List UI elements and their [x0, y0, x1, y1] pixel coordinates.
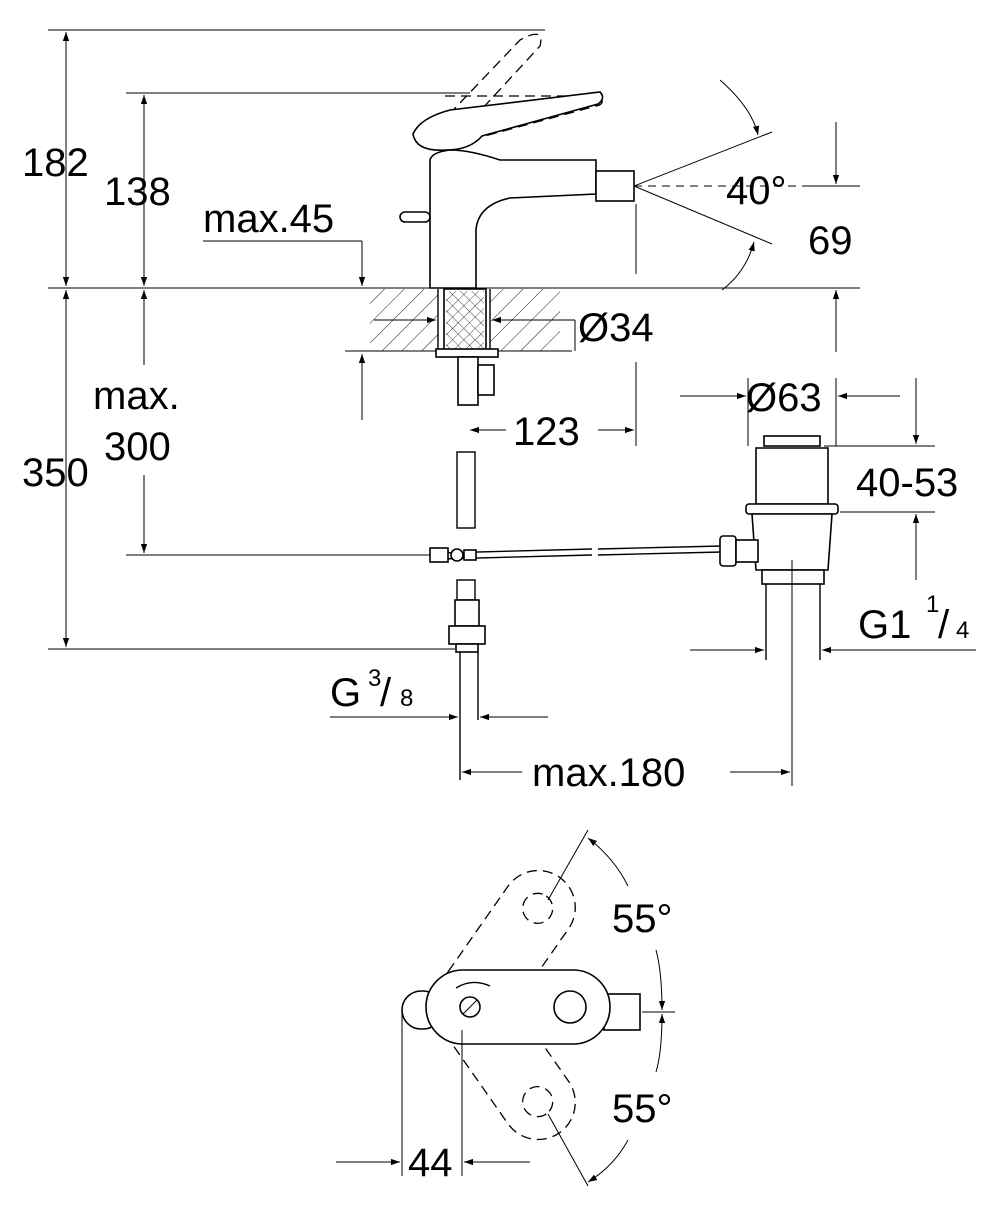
svg-text:/: /	[380, 671, 392, 715]
dim-max45-label: max.45	[203, 197, 334, 241]
angle-40: 40°	[633, 79, 787, 291]
dim-max180-label: max.180	[532, 751, 685, 795]
dim-69-label: 69	[808, 219, 853, 263]
dim-g38-num: 3	[368, 665, 381, 692]
dimension-d34: Ø34	[374, 306, 654, 351]
dim-300-label: 300	[104, 425, 171, 469]
dim-d63-label: Ø63	[746, 376, 822, 420]
supply-hose	[448, 451, 486, 780]
faucet-side-view	[399, 33, 820, 406]
dim-55-bottom-label: 55°	[612, 1087, 673, 1131]
dim-g1-num: 1	[926, 591, 939, 618]
dim-g1-main: G1	[858, 603, 911, 647]
dim-138-label: 138	[104, 170, 171, 214]
svg-text:/: /	[938, 603, 950, 647]
dim-40-label: 40°	[726, 169, 787, 213]
dim-182-label: 182	[22, 141, 89, 185]
dimension-max-300: max. 300	[93, 290, 180, 553]
dimension-g1-1-4: G1 1 / 4	[690, 591, 976, 654]
dimension-40-53: 40-53	[824, 378, 958, 580]
dim-d34-label: Ø34	[578, 306, 654, 350]
faucet-top-view	[401, 869, 641, 1141]
dimension-d63: Ø63	[680, 376, 900, 446]
dim-g1-den: 4	[956, 617, 969, 644]
dim-350-label: 350	[22, 451, 89, 495]
dimension-138: 138	[104, 95, 171, 286]
angle-55: 55° 55°	[547, 829, 675, 1187]
dimension-350: 350	[22, 290, 89, 647]
dimension-g38: G 3 / 8	[330, 665, 548, 721]
dimension-69: 69	[808, 122, 860, 352]
dim-123-label: 123	[513, 410, 580, 454]
dimension-182: 182	[22, 32, 89, 286]
dimension-44: 44	[336, 1012, 530, 1185]
pop-up-linkage	[429, 545, 723, 563]
dim-g38-main: G	[330, 671, 361, 715]
dim-g38-den: 8	[400, 685, 413, 712]
dimension-123: 123	[470, 204, 637, 454]
waste-fitting	[719, 435, 839, 786]
dimension-max-45: max.45	[203, 197, 366, 420]
dim-44-label: 44	[408, 1141, 453, 1185]
dimension-max-180: max.180	[462, 751, 790, 795]
dim-40-53-label: 40-53	[856, 461, 958, 505]
dim-55-top-label: 55°	[612, 897, 673, 941]
dim-max-label: max.	[93, 374, 180, 418]
